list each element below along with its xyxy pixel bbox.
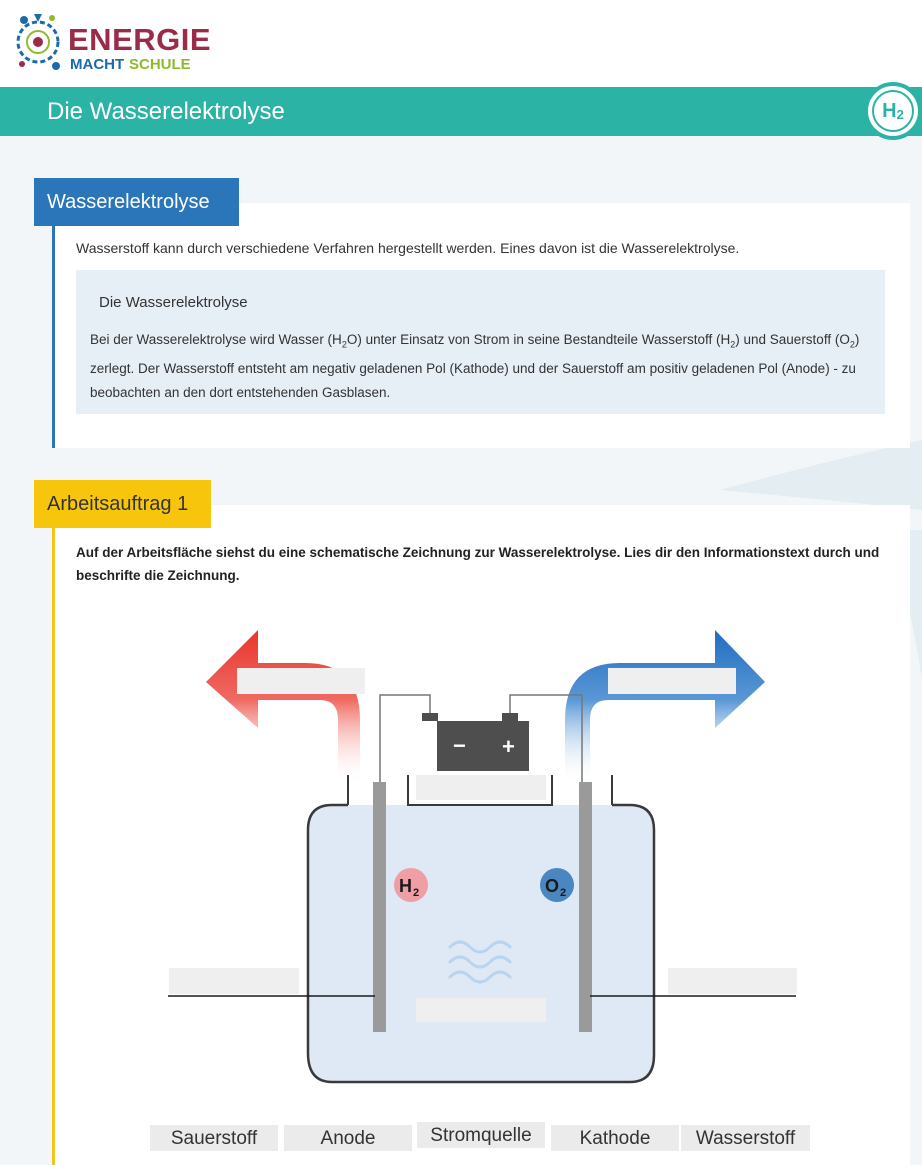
hydrogen-arrow <box>206 630 360 785</box>
h2-badge-sub: 2 <box>896 107 904 122</box>
info-box: Die Wasserelektrolyse Bei der Wasserelek… <box>76 270 885 414</box>
battery-minus-label: − <box>453 733 466 758</box>
h2-label-main: H <box>399 876 412 896</box>
background-leaf-decoration <box>720 440 922 680</box>
o2-bubble-icon: O 2 <box>540 868 574 902</box>
label-slot-oxygen[interactable] <box>608 668 736 694</box>
h2-label-sub: 2 <box>413 887 419 899</box>
logo-text-macht: MACHT <box>70 56 125 73</box>
word-chip-stromquelle[interactable]: Stromquelle <box>417 1122 545 1148</box>
word-chip-wasserstoff[interactable]: Wasserstoff <box>681 1125 810 1151</box>
info-box-text: Bei der Wasserelektrolyse wird Wasser (H… <box>90 332 860 400</box>
logo-gear-icon <box>16 14 60 70</box>
center-cup <box>407 775 553 806</box>
page-title: Die Wasserelektrolyse <box>47 98 285 125</box>
logo-text-energie: ENERGIE <box>68 22 212 57</box>
h2-badge: H2 <box>864 82 922 140</box>
electrolysis-diagram: − + H 2 O 2 <box>168 630 797 1084</box>
label-slot-cathode[interactable] <box>169 968 299 994</box>
word-chip-kathode[interactable]: Kathode <box>551 1125 679 1151</box>
electrode-anode <box>579 782 592 1032</box>
water-waves-icon <box>448 940 512 984</box>
h2-badge-icon: H2 <box>872 90 914 132</box>
page-title-bar: Die Wasserelektrolyse <box>0 87 922 136</box>
battery-icon: − + <box>422 713 529 771</box>
word-bank: Sauerstoff Anode Stromquelle Kathode Was… <box>150 1122 820 1153</box>
o2-label-main: O <box>545 876 559 896</box>
info-box-title: Die Wasserelektrolyse <box>99 294 248 311</box>
o2-label-sub: 2 <box>560 887 566 899</box>
h2-bubble-icon: H 2 <box>394 868 428 902</box>
logo-text-schule: SCHULE <box>129 56 191 73</box>
oxygen-arrow <box>565 630 765 785</box>
wire-left <box>379 694 431 785</box>
electrode-cathode <box>373 782 386 1032</box>
task-text: Auf der Arbeitsfläche siehst du eine sch… <box>76 545 880 583</box>
word-chip-sauerstoff[interactable]: Sauerstoff <box>150 1125 278 1151</box>
h2-badge-main: H <box>882 100 897 122</box>
label-slot-hydrogen[interactable] <box>237 668 365 694</box>
energie-macht-schule-logo[interactable]: ENERGIE MACHT SCHULE <box>14 8 211 78</box>
site-header: ENERGIE MACHT SCHULE <box>0 0 922 87</box>
label-slot-water[interactable] <box>416 998 546 1022</box>
label-slot-power-source[interactable] <box>416 775 546 800</box>
battery-plus-label: + <box>502 734 515 759</box>
section-tab-arbeitsauftrag: Arbeitsauftrag 1 <box>34 480 211 528</box>
wire-right <box>509 694 583 785</box>
intro-text: Wasserstoff kann durch verschiedene Verf… <box>76 240 740 256</box>
section-tab-wasserelektrolyse: Wasserelektrolyse <box>34 178 239 226</box>
word-chip-anode[interactable]: Anode <box>284 1125 412 1151</box>
label-slot-anode[interactable] <box>668 968 797 994</box>
electrolyte-container <box>306 803 656 1084</box>
